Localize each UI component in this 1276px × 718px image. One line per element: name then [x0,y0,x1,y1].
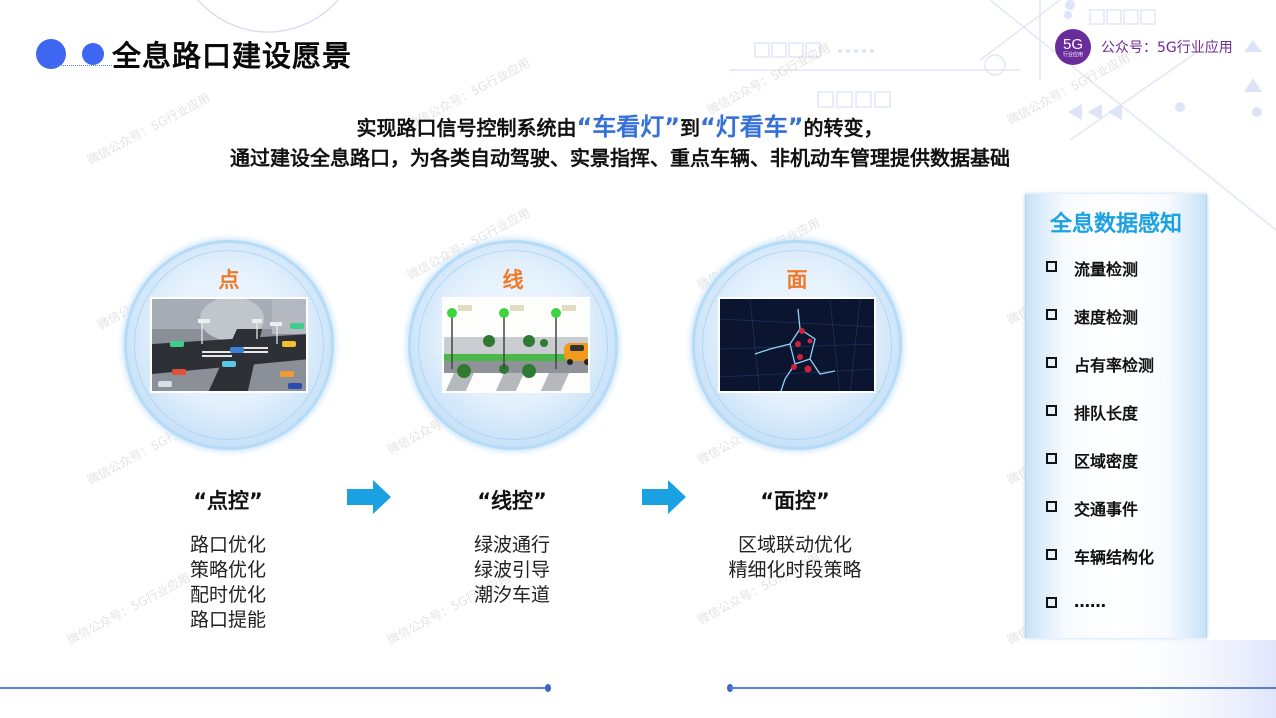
divider-endpoint [545,684,551,692]
panel-title: 全息数据感知 [1049,212,1182,237]
checkbox-square-icon [1046,309,1057,320]
checkbox-square-icon [1046,549,1057,560]
checkbox-square-icon [1046,405,1057,416]
list-item: 路口提能 [189,609,266,631]
list-item: 精细化时段策略 [728,559,862,581]
title-dotted-underline [52,65,112,66]
brand-account-name: 公众号：5G行业应用 [1101,40,1233,56]
subtitle-text: 到 [680,116,700,140]
list-item: 绿波引导 [473,559,550,581]
watermark: 微信公众号：5G行业应用 [704,40,833,118]
brand-logo: 5G 行业应用 公众号：5G行业应用 [1055,29,1233,65]
list-item: 策略优化 [189,559,266,581]
stage-heading-point: “点控” [193,489,263,513]
bottom-divider-left [0,687,548,689]
panel-item: 排队长度 [1046,400,1154,448]
panel-item-label: 区域密度 [1074,452,1139,471]
stage-items-line: 绿波通行 绿波引导 潮汐车道 [412,533,612,608]
checkbox-square-icon [1046,501,1057,512]
title-bullet-large [36,39,66,69]
panel-item: 车辆结构化 [1046,544,1154,592]
subtitle-text: 实现路口信号控制系统由 [356,116,577,140]
subtitle: 实现路口信号控制系统由“车看灯”到“灯看车”的转变， 通过建设全息路口，为各类自… [0,112,1240,173]
right-arrow-icon [642,480,686,514]
list-item: 区域联动优化 [737,534,852,556]
panel-item-label: …… [1074,592,1106,611]
panel-item: 区域密度 [1046,448,1154,496]
list-item: 潮汐车道 [473,584,550,606]
5g-badge-icon: 5G 行业应用 [1055,29,1091,65]
panel-item: 速度检测 [1046,304,1154,352]
stage-label: 面 [786,268,808,292]
badge-main-text: 5G [1062,35,1083,53]
badge-sub-text: 行业应用 [1062,51,1083,58]
city-network-map [718,297,876,393]
highlight-car-sees-light: “车看灯” [576,113,680,141]
panel-item-label: 交通事件 [1074,500,1139,519]
checkbox-square-icon [1046,597,1057,608]
panel-list: 流量检测 速度检测 占有率检测 排队长度 区域密度 交通事件 车辆结构化 …… [1046,256,1154,640]
subtitle-text: 的转变， [803,116,884,140]
list-item: 配时优化 [189,584,266,606]
stage-line: 线 [408,240,618,450]
subtitle-line-1: 实现路口信号控制系统由“车看灯”到“灯看车”的转变， [0,112,1240,143]
panel-item-label: 排队长度 [1074,404,1139,423]
holographic-data-panel: 全息数据感知 流量检测 速度检测 占有率检测 排队长度 区域密度 交通事件 车辆… [1025,194,1207,638]
stage-label: 线 [502,268,524,292]
panel-item: 流量检测 [1046,256,1154,304]
list-item: 路口优化 [189,534,266,556]
panel-item: 占有率检测 [1046,352,1154,400]
panel-item-label: 车辆结构化 [1074,548,1155,567]
right-arrow-icon [347,480,391,514]
intersection-illustration [150,297,308,393]
stage-items-area: 区域联动优化 精细化时段策略 [695,533,895,583]
panel-item-label: 流量检测 [1074,260,1139,279]
bottom-divider-right [730,687,1276,689]
subtitle-line-2: 通过建设全息路口，为各类自动驾驶、实景指挥、重点车辆、非机动车管理提供数据基础 [230,146,1010,170]
highlight-light-sees-car: “灯看车” [700,113,804,141]
title-bullet-small [82,43,104,65]
green-wave-road-illustration [442,297,590,393]
stage-area: 面 [692,240,902,450]
stage-items-point: 路口优化 策略优化 配时优化 路口提能 [128,533,328,633]
stage-label: 点 [218,268,240,292]
panel-item: …… [1046,592,1154,640]
stage-point: 点 [124,240,334,450]
stage-heading-area: “面控” [760,489,830,513]
stage-heading-line: “线控” [477,489,547,513]
checkbox-square-icon [1046,261,1057,272]
checkbox-square-icon [1046,357,1057,368]
panel-item: 交通事件 [1046,496,1154,544]
page-title: 全息路口建设愿景 [112,39,353,73]
list-item: 绿波通行 [473,534,550,556]
panel-item-label: 占有率检测 [1074,356,1155,375]
title-bar: 全息路口建设愿景 [36,34,352,74]
panel-item-label: 速度检测 [1074,308,1139,327]
checkbox-square-icon [1046,453,1057,464]
